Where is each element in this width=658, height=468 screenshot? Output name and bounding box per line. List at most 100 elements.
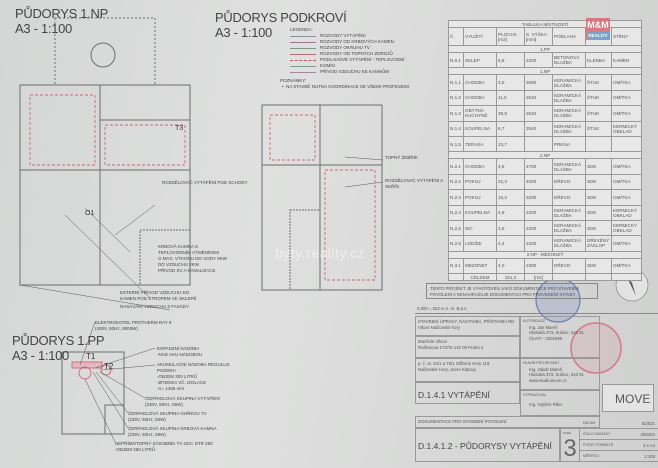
annotation-expanzni: EXPANZNÍ NÁDOBA-NAD AKU NÁDOBOU: [157, 346, 202, 358]
table-cell: TERASA: [463, 135, 497, 153]
plan-podkrovi-outline: [261, 104, 383, 291]
table-cell: 4,4: [496, 235, 525, 252]
text-line: DO VZDUCHU 2KW: [158, 262, 200, 267]
legend-item: PŘÍVOD VZDUCHU KE KAMNŮM: [290, 69, 409, 75]
legend-swatch: [290, 71, 316, 73]
table-cell: [552, 273, 586, 282]
table-cell: PLOCHA [m2]: [496, 27, 525, 46]
table-cell: SKLEP: [463, 51, 497, 69]
annotation-cerp-tv: ČERPADLOVÁ SKUPINA OHŘEVU TV(230V, 50Hz,…: [128, 411, 207, 423]
text-line: Manželé Vlkovi: [418, 339, 447, 344]
table-cell: SDK: [585, 204, 612, 221]
title-text: PŮDORYS 1.PP: [12, 333, 105, 348]
table-cell: OMÍTKA: [610, 158, 643, 175]
legend-label: KOMÍN: [320, 63, 335, 68]
text-line: KRBOVÁ KAMNA S: [158, 244, 199, 249]
tag-t1: T1: [86, 352, 96, 361]
text-line: PŘÍVOD SV A KANALIZACE: [158, 268, 216, 273]
table-cell: MEZONET: [463, 257, 497, 275]
title-text: PŮDORYS PODKROVÍ: [215, 10, 347, 25]
table-title-row: TABULKA MÍSTNOSTÍ: [447, 20, 643, 28]
table-cell: KERAMICKÁ DLAŽBA: [552, 219, 586, 237]
table-cell: SDK: [585, 189, 612, 206]
table-cell: CELKEM: [463, 273, 497, 282]
table-cell: N.2.1: [448, 158, 464, 175]
table-cell: 4700: [524, 158, 553, 175]
table-cell: KOUPELNA: [463, 120, 497, 137]
annotation-elektrokotel: ELEKTROKOTEL PROTHERM RAY 9(400V, 50Hz, …: [95, 320, 171, 332]
annotation-cerp-vytapeni: ČERPADLOVÁ SKUPINA VYTÁPĚNÍ(230V, 50Hz, …: [145, 396, 220, 408]
table-cell: 1.NP: [447, 67, 643, 76]
table-cell: N.2.5: [448, 219, 464, 237]
table-cell: 2.NP - MEZONET: [447, 250, 643, 259]
table-cell: OMÍTKA: [610, 74, 643, 91]
text-line: -OBJEM 250 LITRŮ: [115, 447, 156, 452]
table-cell: STĚNY: [610, 27, 643, 46]
table-cell: OMÍTKA: [610, 89, 643, 107]
legend-label: ROZVODY OKRUHU TV: [320, 45, 370, 50]
annotation-zasobnik: NEPŘÍMOTOPNÝ ZÁSOBNÍK TV OKC NTR 250-OBJ…: [115, 441, 213, 453]
text-line: ČERPADLOVÁ SKUPINA VYTÁPĚNÍ: [145, 396, 220, 401]
table-cell: S. VÝŠKA [mm]: [524, 27, 553, 46]
table-section-row: 2.NP - MEZONET: [447, 250, 643, 259]
table-cell: 1.PP: [447, 45, 643, 53]
tag-t3: T3: [175, 125, 184, 132]
table-cell: N.1.1: [448, 74, 464, 91]
move-logo: MOVE: [602, 384, 654, 412]
table-cell: 11,0: [496, 89, 525, 107]
table-cell: N.2.2: [448, 173, 464, 191]
table-cell: ŠTUK: [585, 105, 612, 122]
text-line: (230V, 50Hz, 50W): [128, 417, 166, 422]
table-cell: 8,6: [496, 51, 525, 69]
table-cell: N.1.3: [448, 105, 464, 122]
text-line: (400V, 50Hz, 9000W): [95, 326, 138, 331]
table-cell: [585, 135, 612, 153]
table-cell: [610, 135, 643, 153]
plan-1np-terrace: [54, 17, 156, 86]
annotation-rozdelovac: ROZDĚLOVAČ VYTÁPĚNÍ POD SCHODY: [162, 180, 248, 185]
plan-1np-table: [90, 42, 116, 68]
legend-item: ROZVODY OD KRBOVÝCH KAMEN: [290, 39, 409, 45]
label: VYPRACOVAL: [523, 393, 547, 397]
table-cell: 3,5: [496, 74, 525, 91]
table-cell: SDK: [585, 158, 612, 175]
legend-swatch: [290, 65, 316, 67]
tag-t2: T2: [104, 362, 114, 371]
table-cell: Č.: [448, 27, 464, 46]
legend-item: ROZVODY OD TOPNÝCH ZDROJŮ: [290, 51, 409, 57]
table-cell: ŠTUK: [585, 89, 612, 107]
table-cell: WC: [463, 219, 497, 237]
meta-value: 1:100: [644, 454, 655, 459]
table-cell: 2200: [524, 51, 553, 69]
table-cell: 2540: [524, 105, 553, 122]
engineer-stamp: [570, 322, 622, 374]
legend-item: ROZVODY OKRUHU TV: [290, 45, 409, 51]
table-cell: POKOJ: [463, 189, 497, 206]
scale-text: A3 - 1:100: [215, 25, 272, 40]
label: PARÉ: [563, 431, 571, 435]
table-cell: KERAMICKÁ DLAŽBA: [552, 105, 586, 122]
table-cell: 16,2: [496, 189, 525, 206]
table-cell: 38,8: [496, 105, 525, 122]
text-line: ČERPADLOVÁ SKUPINA KRBOVÁ KAMNA: [128, 426, 217, 431]
legend-label: PŘÍVOD VZDUCHU KE KAMNŮM: [320, 69, 390, 74]
table-cell: N.2.3: [448, 189, 464, 206]
